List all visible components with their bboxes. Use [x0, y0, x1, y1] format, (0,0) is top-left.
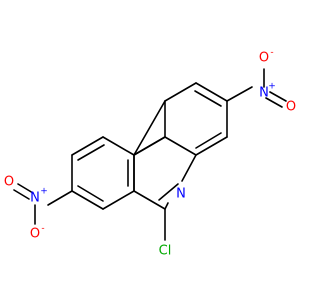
nitro-right-oxygen-top-label: O: [259, 51, 269, 66]
chlorine-label: Cl: [159, 244, 172, 259]
nitro-right-nitrogen-label: N: [259, 86, 269, 101]
bond: [102, 136, 135, 156]
nitro-left-oxygen-bottom-charge: -: [41, 224, 44, 234]
nitro-left-oxygen-bottom-label: O: [30, 227, 40, 242]
bonds: [13, 68, 287, 241]
bond: [265, 97, 283, 108]
bond: [133, 100, 166, 156]
nitro-right-nitrogen-charge: +: [268, 82, 276, 92]
bond: [47, 190, 73, 206]
bond: [133, 190, 166, 210]
bond: [181, 154, 197, 182]
molecule-diagram: N Cl N + O - O N + O O -: [4, 48, 296, 259]
nitro-right-oxygen-top-charge: -: [270, 48, 273, 58]
bond: [71, 136, 104, 156]
bond: [195, 136, 228, 156]
structure-canvas: N Cl N + O - O N + O O -: [4, 48, 296, 259]
bond: [77, 144, 105, 161]
nitro-left-oxygen-top-label: O: [4, 175, 14, 190]
nitro-left-nitrogen-label: N: [30, 191, 40, 206]
bond: [17, 183, 34, 194]
bond: [133, 136, 166, 156]
bond: [195, 82, 228, 102]
nitro-right-oxygen-bottom-label: O: [286, 100, 296, 115]
bond: [164, 136, 197, 156]
bond: [164, 82, 197, 102]
bond: [13, 189, 30, 200]
bond: [194, 90, 222, 107]
ring-nitrogen-label: N: [176, 187, 186, 202]
bond: [77, 185, 104, 202]
atom-labels: N Cl N + O - O N + O O -: [4, 48, 296, 259]
bond: [158, 183, 179, 201]
bond: [164, 202, 169, 210]
bond: [71, 190, 104, 210]
bond: [269, 91, 287, 102]
bond: [195, 132, 222, 149]
nitro-left-nitrogen-charge: +: [40, 187, 48, 197]
bond: [102, 190, 135, 210]
bond: [226, 86, 253, 102]
